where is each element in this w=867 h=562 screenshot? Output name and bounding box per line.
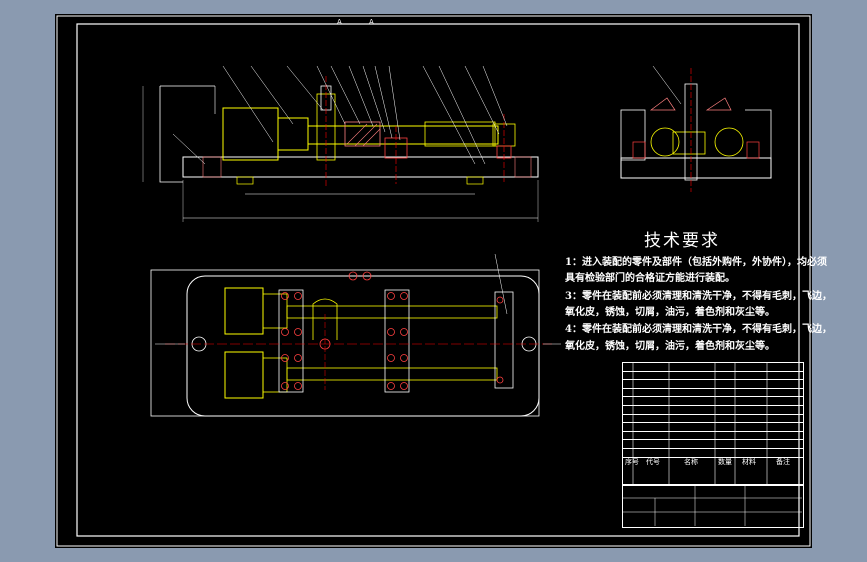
bom-header-note: 备注 xyxy=(776,458,790,466)
inner-frame xyxy=(76,23,800,537)
section-label-left: A xyxy=(337,18,342,26)
bom-header-row: 序号 代号 名称 数量 材料 备注 xyxy=(622,454,802,468)
tech-requirements-title: 技术要求 xyxy=(644,231,720,251)
bom-header-seq: 序号 xyxy=(625,458,639,466)
front-view xyxy=(142,65,539,222)
side-view xyxy=(620,65,772,192)
tech-req-line-2: 具有检验部门的合格证方能进行装配。 xyxy=(565,273,735,284)
bill-of-materials xyxy=(622,362,804,486)
drawing-viewport[interactable]: A A 技术要求 1：进入装配的零件及部件（包括外购件，外协件），均必须 具有检… xyxy=(55,14,832,548)
tech-req-line-3: 3：零件在装配前必须清理和清洗干净，不得有毛刺，飞边， xyxy=(565,291,832,302)
tech-req-line-6: 氧化皮，锈蚀，切屑，油污，着色剂和灰尘等。 xyxy=(565,341,775,352)
bom-header-code: 代号 xyxy=(646,458,660,466)
tech-req-line-5: 4：零件在装配前必须清理和清洗干净，不得有毛刺，飞边， xyxy=(565,324,832,335)
bom-table xyxy=(623,363,803,458)
title-block xyxy=(622,484,804,528)
tech-req-line-4: 氧化皮，锈蚀，切屑，油污，着色剂和灰尘等。 xyxy=(565,307,775,318)
outer-frame xyxy=(56,15,811,547)
tech-req-line-1: 1：进入装配的零件及部件（包括外购件，外协件），均必须 xyxy=(565,257,827,268)
bom-header-material: 材料 xyxy=(742,458,756,466)
bom-header-name: 名称 xyxy=(684,458,698,466)
top-view xyxy=(150,253,561,417)
section-label-right: A xyxy=(369,18,374,26)
bom-header-qty: 数量 xyxy=(718,458,732,466)
title-block-grid xyxy=(622,484,802,526)
